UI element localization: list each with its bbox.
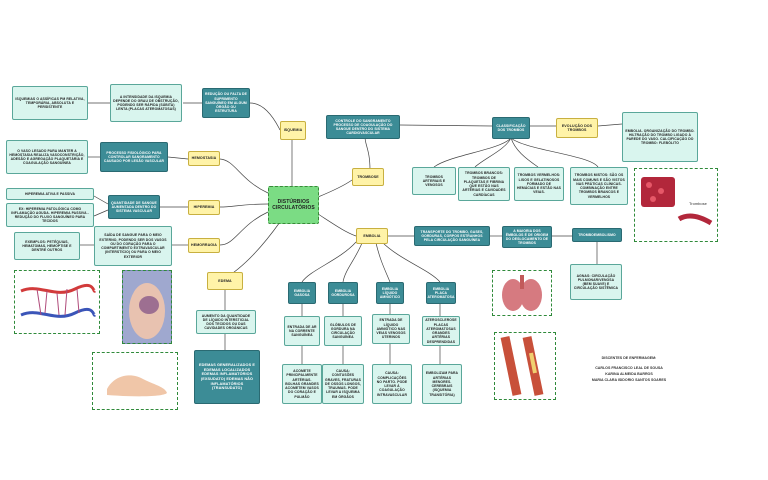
topic-isquemia: ISQUEMIA — [280, 121, 306, 140]
figure-thrombus: Trombose — [634, 168, 718, 242]
topic-embolia: EMBOLIA — [356, 228, 388, 244]
artery-plaque-illustration — [500, 336, 544, 396]
central-topic: DISTÚRBIOS CIRCULATÓRIOS — [268, 186, 319, 224]
hiperemia-ativa: HIPEREMIA ATIVA E PASSIVA — [6, 188, 94, 200]
embolia-tromboembolismo: TROMBOEMBOLISMO — [572, 228, 622, 242]
credits-name-3: MARIA CLARA ISIDORIO SANTOS SOARES — [591, 378, 667, 382]
bruise-photo-illustration — [123, 271, 171, 343]
edema-tipos: EDEMAS GENERALIZADOS E EDEMAS LOCALIZADO… — [194, 350, 260, 404]
figure-lungs — [492, 270, 552, 316]
hemostasia-processo: PROCESSO FISIOLÓGICO PARA CONTROLAR SANG… — [100, 142, 168, 172]
hemorragia-saida: SAÍDA DE SANGUE PARA O MEIO EXTERNO, POD… — [94, 226, 172, 266]
thrombus-illustration: Trombose — [641, 177, 713, 226]
figure-blood-vessels — [14, 270, 100, 334]
hemostasia-lesao: O VASO LESADO PARA MANTER A HEMOSTASIA R… — [6, 140, 88, 174]
trombose-evolucao: EVOLUÇÃO DOS TROMBOS — [556, 118, 598, 138]
figure-edema-foot — [92, 352, 178, 410]
topic-hemostasia: HEMOSTASIA — [188, 151, 220, 166]
blood-vessels-illustration — [20, 283, 97, 318]
hiperemia-quantidade: QUANTIDADE DE SANGUE AUMENTADA DENTRO DO… — [108, 195, 160, 219]
credits-name-2: KARINA ALMEIDA BARROS — [605, 372, 653, 376]
embolia-placa-cons: EMBOLIZAM PARA ARTÉRIAS MENORES. CEREBRA… — [422, 364, 462, 404]
thrombus-type-white: TROMBOS BRANCOS: TROMBOS DE PLAQUETAS E … — [458, 167, 510, 201]
embolia-gordurosa-desc: GLÓBULOS DE GORDURA NA CIRCULAÇÃO SANGUÍ… — [324, 316, 362, 346]
embolia-origem: A MAIORIA DOS ÊMBOLOS É DE ORIGEM DO DES… — [502, 226, 552, 248]
embolia-liquido-cons: CAUSA: COMPLICAÇÕES NO PARTO. PODE LEVAR… — [372, 364, 412, 404]
embolia-tromboembolismo-det: AGNAS: CIRCULAÇÃO PULMONAR/VENOSA (BEM S… — [570, 264, 622, 300]
figure-artery-plaque — [494, 332, 556, 400]
embolia-gasosa: EMBOLIA GASOSA — [288, 282, 316, 304]
embolia-placa-desc: ATEROSCLEROSE PLACAS ATEROMATOSAS GRANDE… — [422, 316, 460, 346]
embolia-gordurosa-cons: CAUSA: CONTUSÕES GRAVES, FRATURAS DE OSS… — [322, 364, 364, 404]
isquemia-tipos: ISQUEMIAS O ASSÍFICAS PM RELATIVA, TEMPO… — [12, 86, 88, 120]
topic-hemorragia: HEMORRAGIA — [188, 238, 220, 253]
isquemia-reducao: REDUÇÃO OU FALTA DE SUPRIMENTO SANGUÍNEO… — [202, 88, 250, 118]
hemorragia-exemplos: EXEMPLOS: PETÉQUIAS, HEMATOMAS, HEMOPTIS… — [14, 232, 80, 260]
trombose-controle: CONTROLE DO SANGRAMENTO PROCESSO DE COAG… — [326, 115, 400, 139]
figure-bruise — [122, 270, 172, 344]
embolia-liquido-desc: ENTRADA DE LÍQUIDO AMNIÓTICO NAS VEIAS V… — [372, 314, 410, 344]
thrombus-label: Trombose — [689, 201, 708, 206]
topic-trombose: TROMBOSE — [352, 168, 384, 186]
edema-aumento: AUMENTO DA QUANTIDADE DE LÍQUIDO INTERST… — [196, 310, 256, 334]
topic-edema: EDEMA — [207, 272, 243, 290]
embolia-liquido: EMBOLIA LÍQUIDO AMNIÓTICO — [376, 282, 404, 304]
thrombus-type-red: TROMBOS VERMELHOS: LISOS E GELATINOSOS F… — [514, 167, 564, 201]
embolia-gordurosa: EMBOLIA GORDUROSA — [328, 282, 358, 304]
trombose-classificacao: CLASSIFICAÇÃO DOS TROMBOS — [492, 117, 530, 139]
foot-illustration — [107, 375, 167, 397]
embolia-transporte: TRANSPORTE DO TROMBO, GASES, GORDURAS, C… — [414, 226, 490, 246]
lungs-illustration — [502, 275, 542, 311]
embolia-gasosa-desc: ENTRADA DE AR NA CORRENTE SANGUÍNEA — [284, 316, 320, 346]
thrombus-type-mixed: TROMBOS MISTOS: SÃO OS MAIS COMUNS E SÃO… — [570, 167, 628, 205]
credits-name-1: CARLOS FRANCISCO LEAL DE SOUSA — [595, 366, 663, 370]
trombose-evolucao-det: EMBOLIA. ORGANIZAÇÃO DO TROMBO. HILTRAÇÃ… — [622, 112, 698, 162]
embolia-gasosa-cons: ACOMETE PRINCIPALMENTE ARTÉRIAS. BOLHAS … — [282, 364, 322, 404]
topic-hiperemia: HIPEREMIA — [188, 200, 220, 215]
hiperemia-ex: EX: HIPEREMIA PATOLÓGICA COMO INFLAMAÇÃO… — [6, 203, 94, 227]
embolia-placa: EMBOLIA PLACA ATEROMATOSA — [426, 282, 456, 304]
isquemia-intensidade: A INTENSIDADE DA ISQUEMIA DEPENDE DO GRA… — [110, 84, 182, 122]
thrombus-type-arterial-venous: TROMBOS ARTERIAIS E VENOSOS — [412, 167, 456, 195]
credits-title: DISCENTES DE ENFERMAGEM: — [601, 356, 657, 360]
